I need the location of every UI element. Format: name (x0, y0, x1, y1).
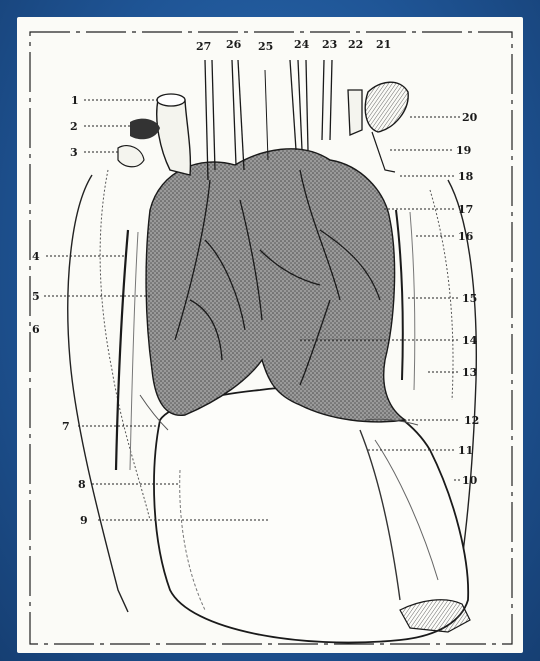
label-9: 9 (80, 514, 88, 527)
label-6: 6 (32, 323, 40, 336)
pulmonary-branch (372, 132, 395, 172)
atria-shaded (146, 149, 405, 422)
label-11: 11 (458, 444, 473, 457)
label-5: 5 (32, 290, 40, 303)
label-27: 27 (196, 40, 211, 53)
label-20: 20 (462, 111, 478, 124)
brachiocephalic-vein (130, 119, 160, 140)
label-13: 13 (462, 366, 477, 379)
label-18: 18 (458, 170, 474, 183)
label-7: 7 (62, 420, 70, 433)
vessel-25 (265, 70, 268, 160)
phrenic-vessel-left (396, 210, 403, 380)
superior-vena-cava (118, 146, 144, 167)
pulmonary-vessel (348, 90, 362, 135)
label-24: 24 (294, 38, 310, 51)
left-pulmonary-artery (365, 82, 408, 132)
aorta-opening (157, 94, 185, 106)
label-12: 12 (464, 414, 479, 427)
label-8: 8 (78, 478, 86, 491)
phrenic-vessel-right (116, 230, 128, 470)
phrenic-vessel-right-2 (130, 232, 138, 470)
left-lung-edge (430, 190, 453, 400)
label-10: 10 (462, 474, 478, 487)
label-21: 21 (376, 38, 391, 51)
label-22: 22 (348, 38, 363, 51)
label-19: 19 (456, 144, 471, 157)
label-26: 26 (226, 38, 242, 51)
label-15: 15 (462, 292, 477, 305)
label-3: 3 (70, 146, 78, 159)
label-17: 17 (458, 203, 473, 216)
aorta (157, 100, 191, 175)
label-4: 4 (32, 250, 40, 263)
label-2: 2 (70, 120, 78, 133)
phrenic-vessel-left-2 (410, 212, 415, 390)
label-14: 14 (462, 334, 478, 347)
label-25: 25 (258, 40, 273, 53)
right-lung-edge (100, 170, 150, 520)
label-23: 23 (322, 38, 337, 51)
label-1: 1 (71, 94, 79, 107)
label-16: 16 (458, 230, 474, 243)
